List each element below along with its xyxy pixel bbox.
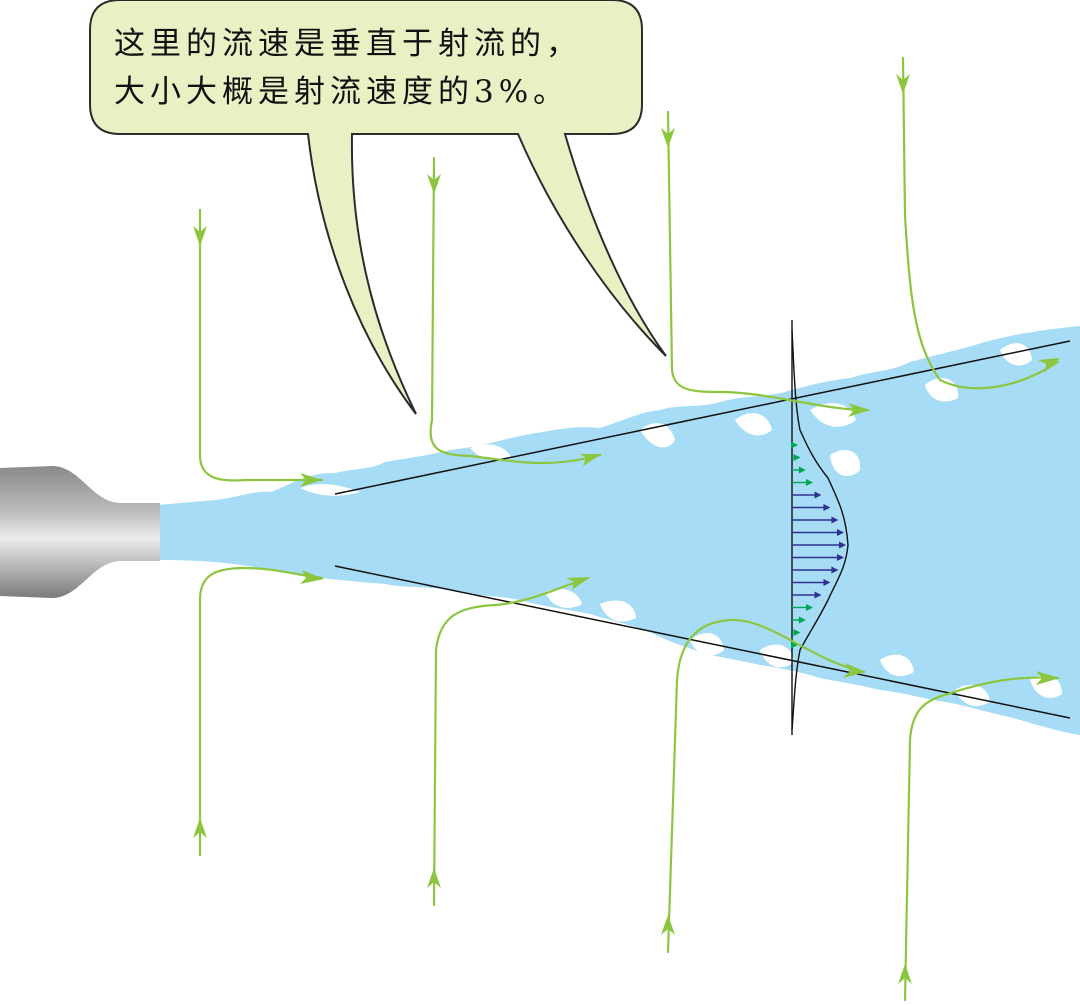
- streamline-2: [198, 566, 324, 857]
- arrowhead-icon: [793, 629, 801, 636]
- arrowhead-icon: [831, 516, 839, 524]
- arrowhead-icon: [836, 529, 844, 536]
- arrowhead-icon: [798, 466, 806, 474]
- streamline-5: [666, 110, 870, 412]
- arrowhead-icon: [814, 591, 822, 599]
- arrowhead-icon: [427, 174, 441, 194]
- arrowhead-icon: [791, 441, 798, 449]
- arrowhead-icon: [896, 74, 910, 94]
- arrowhead-icon: [300, 473, 322, 487]
- streamline-8: [903, 676, 1060, 1002]
- arrowhead-icon: [898, 964, 912, 984]
- callout-text-line2: 大小大概是射流速度的3%。: [114, 74, 570, 110]
- arrowhead-icon: [805, 479, 813, 486]
- arrowhead-icon: [805, 604, 813, 611]
- arrowhead-icon: [193, 226, 207, 246]
- jet-plume: [158, 326, 1080, 735]
- streamline-arrowheads: [193, 74, 1060, 984]
- arrowhead-icon: [823, 504, 831, 511]
- arrowhead-icon: [661, 128, 675, 148]
- arrowhead-icon: [836, 554, 844, 561]
- streamline-3: [429, 156, 602, 465]
- arrowhead-icon: [661, 915, 675, 935]
- arrowhead-icon: [793, 454, 801, 461]
- arrowhead-icon: [427, 868, 441, 888]
- callout-bubble: [89, 0, 667, 415]
- arrowhead-icon: [814, 491, 822, 499]
- streamline-4: [432, 576, 590, 907]
- arrowhead-icon: [193, 818, 207, 838]
- velocity-profile: [791, 320, 849, 735]
- arrowhead-icon: [580, 454, 602, 466]
- arrowhead-icon: [1038, 358, 1060, 372]
- nozzle-icon: [0, 466, 160, 598]
- arrowhead-icon: [300, 570, 324, 584]
- entrainment-streamlines: [198, 56, 1060, 1002]
- arrowhead-icon: [839, 541, 846, 549]
- arrowhead-icon: [798, 616, 806, 624]
- arrowhead-icon: [831, 566, 839, 574]
- jet-boundary-lower: [334, 565, 1071, 719]
- arrowhead-icon: [1036, 671, 1060, 685]
- arrowhead-icon: [848, 403, 870, 417]
- callout-text-line1: 这里的流速是垂直于射流的，: [114, 26, 582, 62]
- arrowhead-icon: [843, 663, 866, 678]
- streamline-6: [666, 618, 866, 954]
- arrowhead-icon: [823, 579, 831, 586]
- arrowhead-icon: [566, 577, 590, 590]
- streamline-7: [901, 56, 1060, 390]
- streamline-1: [198, 208, 324, 482]
- jet-boundary-upper: [334, 340, 1071, 495]
- arrowhead-icon: [791, 641, 798, 649]
